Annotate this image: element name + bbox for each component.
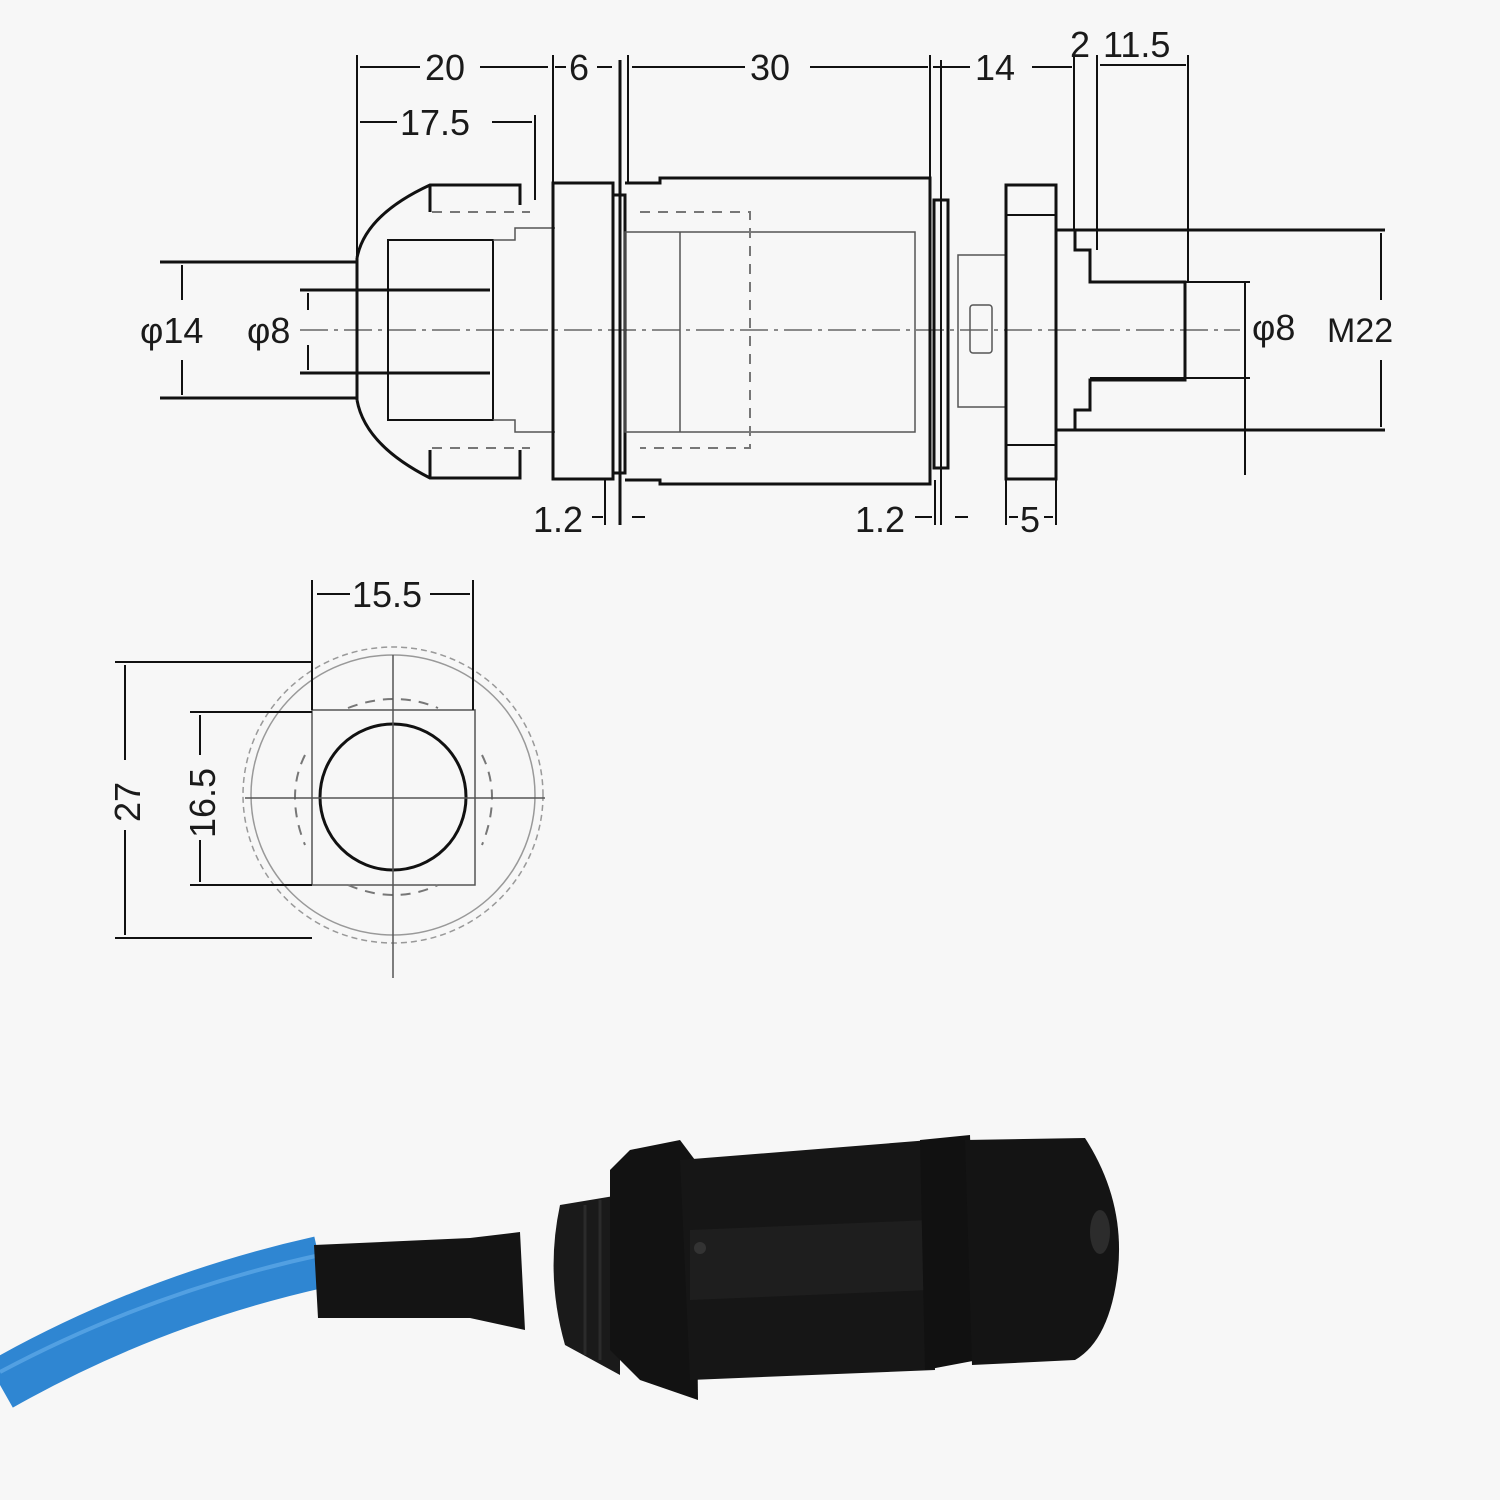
dim-2: 2 xyxy=(1070,24,1090,65)
dim-1-2-right: 1.2 xyxy=(855,499,905,540)
dim-m22: M22 xyxy=(1327,312,1393,350)
dim-phi14: φ14 xyxy=(140,310,203,351)
product-photo-connector xyxy=(0,1135,1120,1408)
side-view-drawing: 20 17.5 6 30 14 2 11.5 φ14 φ8 φ8 M22 1.2… xyxy=(140,24,1393,540)
dim-1-2-left: 1.2 xyxy=(533,499,583,540)
dim-5: 5 xyxy=(1020,499,1040,540)
dim-14: 14 xyxy=(975,47,1015,88)
dim-15-5: 15.5 xyxy=(352,574,422,615)
dim-16-5: 16.5 xyxy=(182,768,223,838)
dim-phi8-right: φ8 xyxy=(1252,307,1295,348)
end-view-drawing: 15.5 27 16.5 xyxy=(107,574,545,978)
dim-phi8-left: φ8 xyxy=(247,310,290,351)
dim-17-5: 17.5 xyxy=(400,102,470,143)
dim-27: 27 xyxy=(107,782,148,822)
dim-30: 30 xyxy=(750,47,790,88)
dim-11-5: 11.5 xyxy=(1103,24,1170,65)
dim-20: 20 xyxy=(425,47,465,88)
dim-6: 6 xyxy=(569,47,589,88)
